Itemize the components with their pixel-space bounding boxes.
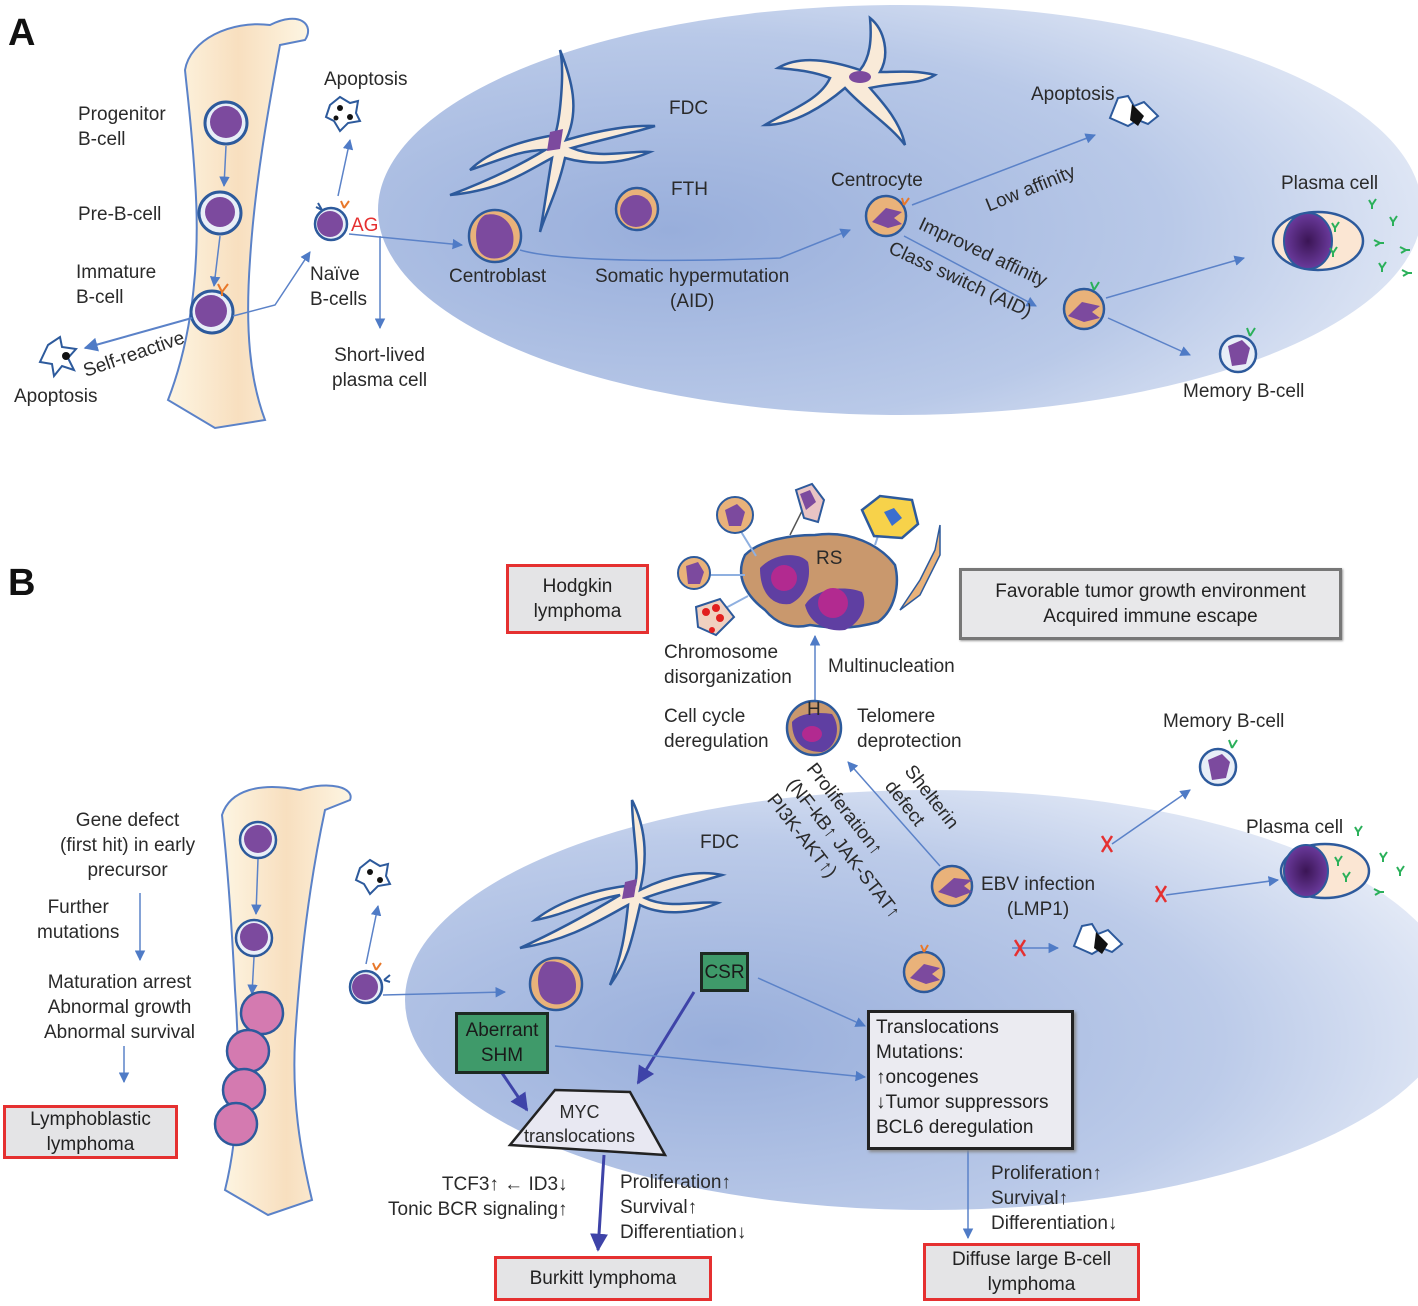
plasma-cell-label: Plasma cell xyxy=(1246,817,1344,838)
translocations-box: Translocations Mutations: ↑oncogenes ↓Tu… xyxy=(867,1010,1074,1150)
fth-cell xyxy=(614,186,660,232)
pre-b-cell xyxy=(197,190,243,236)
tcf3-label: TCF3↑ ← ID3↓ Tonic BCR signaling↑ xyxy=(388,1174,568,1220)
centrocyte-cell xyxy=(902,944,946,994)
fdc-label: FDC xyxy=(669,98,709,119)
antigen-label: AG xyxy=(351,215,379,236)
apoptosis-icon xyxy=(1108,94,1160,128)
ebv-infected-cell xyxy=(930,864,974,908)
chromosome-disorganization-label: Chromosome disorganization xyxy=(664,642,792,688)
rs-cell xyxy=(739,532,899,631)
selected-b-cell xyxy=(1062,281,1106,331)
germinal-center-b xyxy=(405,790,1418,1210)
fdc-label: FDC xyxy=(700,832,740,853)
pre-b-cell-label: Pre-B-cell xyxy=(78,204,162,225)
environment-box: Favorable tumor growth environment Acqui… xyxy=(959,568,1342,640)
blocked-x-icon xyxy=(1013,835,1168,957)
h-cell-label: H xyxy=(807,699,821,720)
ebv-infection-label: EBV infection (LMP1) xyxy=(981,874,1096,920)
progenitor-b-cell-label: Progenitor B-cell xyxy=(78,104,166,150)
apoptosis-icon xyxy=(38,335,78,379)
dlbcl-box: Diffuse large B-cell lymphoma xyxy=(923,1243,1140,1301)
burkitt-effects-label: Proliferation↑ Survival↑ Differentiation… xyxy=(620,1172,747,1243)
plasma-cell xyxy=(1279,825,1405,900)
burkitt-lymphoma-box: Burkitt lymphoma xyxy=(494,1256,712,1301)
centrocyte-label: Centrocyte xyxy=(831,170,923,191)
multinucleation-label: Multinucleation xyxy=(828,656,955,677)
apoptosis-icon xyxy=(354,858,392,896)
hodgkin-lymphoma-box: Hodgkin lymphoma xyxy=(506,564,649,634)
short-lived-plasma-cell-label: Short-lived plasma cell xyxy=(332,345,428,391)
marrow-cells-b xyxy=(213,820,285,1147)
myc-translocations-shape xyxy=(507,1088,668,1157)
panel-label-a: A xyxy=(8,12,36,54)
further-mutations-label: Further mutations xyxy=(37,897,120,943)
csr-box: CSR xyxy=(700,952,749,992)
myc-translocations-label: MYC translocations xyxy=(524,1102,636,1146)
panel-label-b: B xyxy=(8,562,36,604)
immature-b-cell-label: Immature B-cell xyxy=(76,262,157,308)
fdc-cell xyxy=(519,799,727,986)
memory-b-cell-label: Memory B-cell xyxy=(1163,711,1285,732)
centroblast-cell xyxy=(528,956,584,1012)
bone-marrow-b xyxy=(220,784,352,1217)
lymphoblastic-lymphoma-box: Lymphoblastic lymphoma xyxy=(3,1105,178,1159)
gene-defect-label: Gene defect (first hit) in early precurs… xyxy=(60,810,196,881)
somatic-hypermutation-label: Somatic hypermutation (AID) xyxy=(595,266,790,312)
immature-b-cell xyxy=(189,283,235,335)
fdc-cell xyxy=(449,49,656,233)
plasma-cell xyxy=(1271,198,1412,277)
satellite-cells xyxy=(677,482,941,637)
apoptosis-label: Apoptosis xyxy=(324,69,408,90)
memory-b-cell xyxy=(1218,327,1258,374)
dlbcl-effects-label: Proliferation↑ Survival↑ Differentiation… xyxy=(991,1163,1118,1234)
memory-b-cell xyxy=(1198,739,1238,787)
progenitor-b-cell xyxy=(203,100,249,146)
memory-b-cell-label: Memory B-cell xyxy=(1183,381,1305,402)
fdc-cell xyxy=(760,15,939,146)
centroblast-label: Centroblast xyxy=(449,266,547,287)
rs-cell-label: RS xyxy=(816,548,843,569)
maturation-arrest-label: Maturation arrest Abnormal growth Abnorm… xyxy=(44,972,195,1043)
plasma-cell-label: Plasma cell xyxy=(1281,173,1379,194)
cell-cycle-label: Cell cycle deregulation xyxy=(664,706,769,752)
apoptosis-label: Apoptosis xyxy=(1031,84,1115,105)
hodgkin-cell xyxy=(785,699,843,757)
aberrant-shm-box: Aberrant SHM xyxy=(455,1012,549,1074)
centrocyte-cell xyxy=(864,194,910,238)
naive-b-cells-label: Naïve B-cells xyxy=(310,264,368,310)
naive-b-cell xyxy=(313,200,350,242)
apoptosis-icon xyxy=(324,95,362,133)
apoptosis-icon xyxy=(1072,922,1124,956)
apoptosis-label: Apoptosis xyxy=(14,386,98,407)
fth-label: FTH xyxy=(671,179,708,200)
naive-b-cell xyxy=(348,962,391,1005)
centroblast-cell xyxy=(467,208,523,264)
telomere-label: Telomere deprotection xyxy=(857,706,962,752)
